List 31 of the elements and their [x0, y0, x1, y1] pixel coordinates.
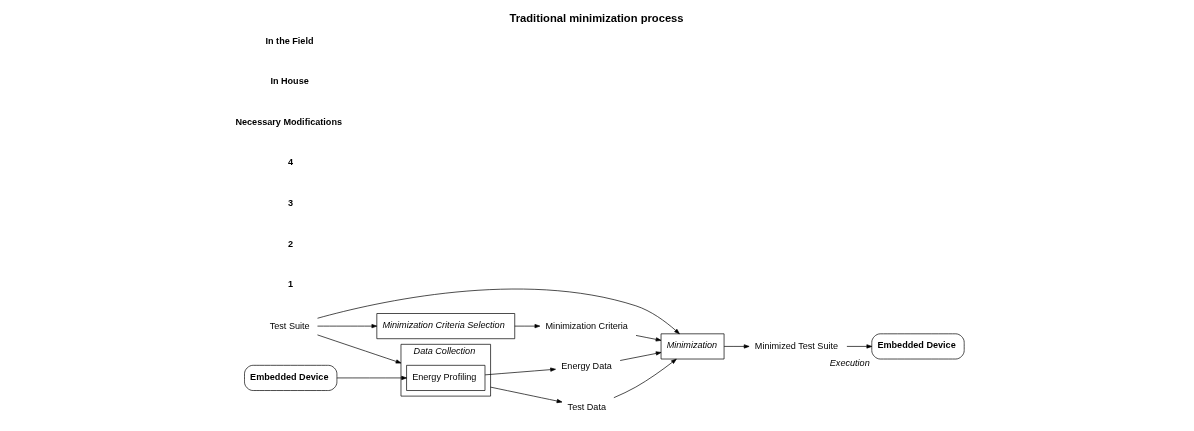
arrow — [317, 334, 402, 364]
arrow — [723, 344, 750, 349]
arrow — [484, 367, 556, 376]
arrow — [619, 351, 662, 361]
label: Necessary Modifications — [235, 116, 343, 127]
node-box: Minimization — [660, 333, 725, 360]
arrow — [846, 344, 873, 349]
label: 3 — [287, 197, 293, 208]
label: 2 — [287, 238, 293, 249]
node-text: Minimized Test Suite — [754, 340, 839, 351]
node-label: Execution — [829, 357, 870, 368]
arrow — [336, 375, 407, 380]
node-text: Test Data — [567, 401, 607, 412]
arrow — [613, 358, 677, 399]
label: 1 — [287, 279, 293, 290]
node-text: Minimization Criteria — [545, 320, 628, 331]
arrow — [317, 288, 680, 335]
label: 4 — [287, 157, 293, 168]
arrow — [317, 324, 378, 329]
arrow — [514, 324, 541, 329]
node-text: Energy Data — [561, 361, 612, 372]
label: In House — [270, 76, 309, 87]
node-box: Embedded Device — [244, 364, 338, 391]
node-box: Energy Profiling — [406, 364, 486, 391]
node-box: Embedded Device — [871, 333, 965, 360]
node-text: Test Suite — [269, 320, 310, 331]
arrow — [635, 335, 662, 342]
arrow — [490, 386, 563, 404]
node-box: Minimization Criteria Selection — [376, 313, 516, 340]
diagram-title: Traditional minimization process — [509, 12, 684, 25]
label: In the Field — [265, 35, 314, 46]
